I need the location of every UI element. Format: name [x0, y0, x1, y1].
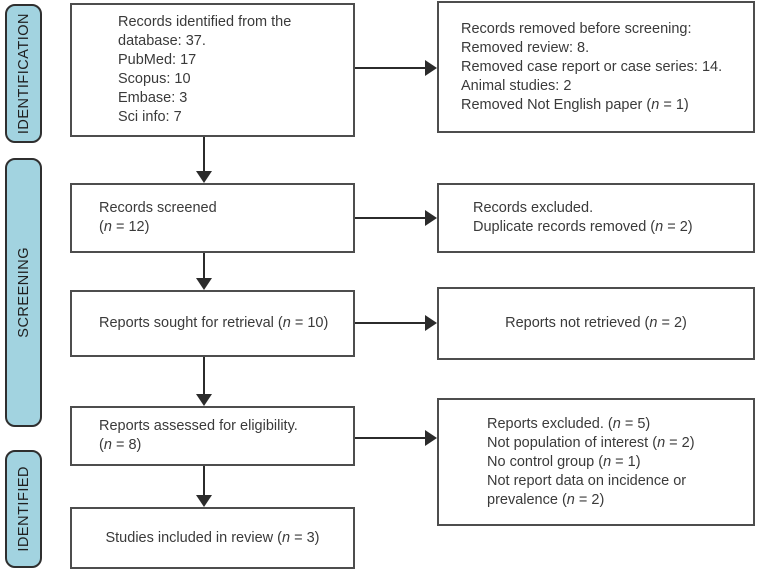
arrow-down-sought-to-assessed	[196, 357, 212, 406]
arrow-line	[355, 437, 425, 439]
arrow-down-screened-to-sought	[196, 253, 212, 290]
box-text-line: Reports sought for retrieval (n = 10)	[99, 315, 329, 331]
box-text-line: PubMed: 17	[118, 52, 197, 68]
box-text-line: No control group (n = 1)	[487, 453, 641, 470]
arrow-down-icon	[196, 394, 212, 406]
box-records-screened: Records screened (n = 12)	[70, 183, 355, 253]
box-reports-assessed: Reports assessed for eligibility. (n = 8)	[70, 406, 355, 466]
box-text-line: Removed case report or case series: 14.	[461, 58, 723, 75]
box-text-line: Scopus: 10	[118, 71, 191, 87]
stage-label-identified: IDENTIFIED	[5, 450, 42, 568]
arrow-down-icon	[196, 171, 212, 183]
box-text-line: Records removed before screening:	[461, 20, 692, 37]
stage-label-identified-text: IDENTIFIED	[15, 466, 32, 552]
box-text-line: database: 37.	[118, 33, 206, 49]
box-studies-included: Studies included in review (n = 3)	[70, 507, 355, 569]
box-text-line: (n = 12)	[99, 219, 150, 235]
arrow-down-identified-to-screened	[196, 137, 212, 183]
box-text-line: Not report data on incidence or	[487, 472, 687, 489]
box-reports-not-retrieved: Reports not retrieved (n = 2)	[437, 287, 755, 360]
box-text-line: Reports excluded. (n = 5)	[487, 415, 651, 432]
box-text-line: Animal studies: 2	[461, 77, 572, 94]
box-text-line: Records identified from the	[118, 14, 292, 30]
stage-label-screening: SCREENING	[5, 158, 42, 427]
arrow-line	[203, 137, 205, 172]
box-text-line: Not population of interest (n = 2)	[487, 434, 695, 451]
box-text-line: Studies included in review (n = 3)	[105, 529, 320, 546]
box-reports-excluded: Reports excluded. (n = 5) Not population …	[437, 398, 755, 526]
box-reports-sought: Reports sought for retrieval (n = 10)	[70, 290, 355, 357]
arrow-right-icon	[425, 315, 437, 331]
arrow-right-icon	[425, 210, 437, 226]
box-text-line: Reports assessed for eligibility.	[99, 418, 298, 434]
arrow-right-icon	[425, 430, 437, 446]
arrow-right-icon	[425, 60, 437, 76]
arrow-line	[355, 322, 425, 324]
box-text-line: Embase: 3	[118, 90, 188, 106]
box-records-identified: Records identified from the database: 37.…	[70, 3, 355, 137]
stage-label-identification: IDENTIFICATION	[5, 4, 42, 143]
arrow-line	[203, 466, 205, 496]
arrow-right-identified-to-removed	[355, 60, 437, 76]
arrow-down-icon	[196, 278, 212, 290]
stage-label-identification-text: IDENTIFICATION	[15, 12, 32, 135]
box-text-line: Duplicate records removed (n = 2)	[473, 219, 693, 235]
arrow-down-assessed-to-included	[196, 466, 212, 507]
stage-label-screening-text: SCREENING	[15, 247, 32, 338]
box-text-line: (n = 8)	[99, 437, 142, 453]
arrow-right-screened-to-excluded	[355, 210, 437, 226]
box-text-line: prevalence (n = 2)	[487, 491, 605, 508]
arrow-down-icon	[196, 495, 212, 507]
arrow-line	[355, 67, 425, 69]
box-text-line: Records screened	[99, 200, 217, 216]
arrow-line	[355, 217, 425, 219]
box-text-line: Sci info: 7	[118, 109, 182, 125]
box-text-line: Reports not retrieved (n = 2)	[505, 315, 687, 331]
arrow-right-assessed-to-excluded	[355, 430, 437, 446]
arrow-line	[203, 357, 205, 395]
box-records-excluded: Records excluded. Duplicate records remov…	[437, 183, 755, 253]
box-records-removed-before-screening: Records removed before screening: Removed…	[437, 1, 755, 133]
arrow-right-sought-to-not-retrieved	[355, 315, 437, 331]
box-text-line: Removed Not English paper (n = 1)	[461, 96, 689, 113]
arrow-line	[203, 253, 205, 279]
box-text-line: Records excluded.	[473, 200, 594, 216]
box-text-line: Removed review: 8.	[461, 39, 590, 56]
